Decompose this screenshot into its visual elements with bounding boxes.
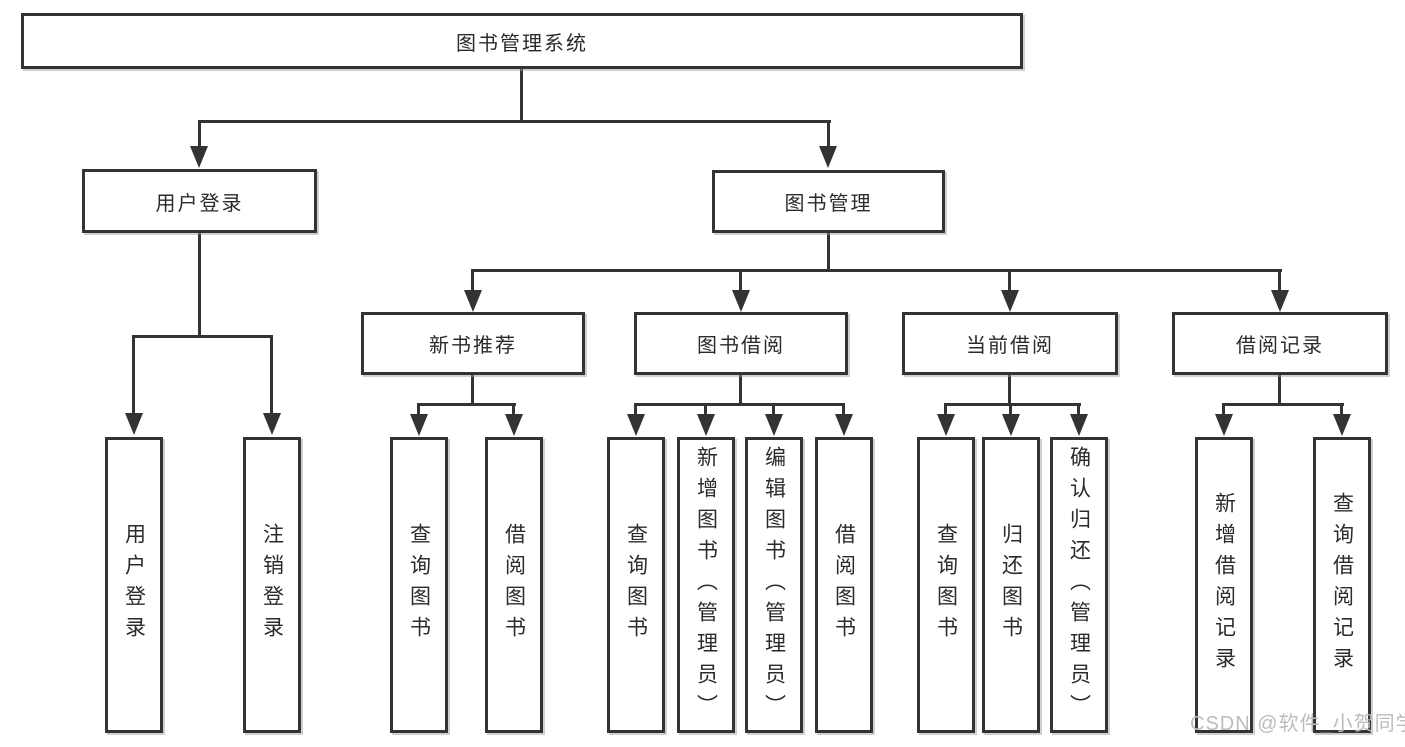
node-label: 图书管理 (784, 193, 873, 215)
connector-line (944, 403, 1081, 406)
leaf-query-borrow-record: 查询借阅记录 (1313, 437, 1371, 733)
connector-line (739, 269, 742, 293)
leaf-confirm-return-admin: 确认归还（管理员） (1050, 437, 1108, 733)
leaf-add-book-admin: 新增图书（管理员） (677, 437, 735, 733)
arrowhead-icon (464, 290, 482, 312)
arrowhead-icon (765, 414, 783, 436)
node-label: 确认归还（管理员） (1067, 445, 1091, 725)
connector-line (944, 403, 947, 416)
connector-line (270, 335, 273, 415)
connector-line (1077, 403, 1080, 416)
node-label: 归还图书 (999, 523, 1023, 647)
node-label: 查询借阅记录 (1330, 492, 1354, 678)
leaf-logout: 注销登录 (243, 437, 301, 733)
connector-line (1278, 375, 1281, 406)
connector-line (198, 120, 831, 123)
node-label: 查询图书 (407, 523, 431, 647)
csdn-watermark: CSDN @软件_小贺同学 (1190, 713, 1405, 735)
connector-line (471, 375, 474, 406)
node-label: 新书推荐 (429, 335, 517, 357)
arrowhead-icon (125, 413, 143, 435)
connector-line (1278, 269, 1281, 293)
arrowhead-icon (937, 414, 955, 436)
connector-line (512, 403, 515, 416)
arrowhead-icon (1001, 290, 1019, 312)
node-current-borrow: 当前借阅 (902, 312, 1118, 375)
node-label: 查询图书 (934, 523, 958, 647)
arrowhead-icon (190, 146, 208, 168)
leaf-borrow-book-1: 借阅图书 (485, 437, 543, 733)
node-label: 借阅图书 (502, 523, 526, 647)
connector-line (132, 335, 273, 338)
connector-line (1222, 403, 1225, 416)
node-book-management: 图书管理 (712, 170, 945, 233)
arrowhead-icon (732, 290, 750, 312)
node-label: 当前借阅 (966, 335, 1054, 357)
node-label: 借阅图书 (832, 523, 856, 647)
arrowhead-icon (1215, 414, 1233, 436)
node-label: 借阅记录 (1236, 335, 1324, 357)
leaf-query-book-3: 查询图书 (917, 437, 975, 733)
connector-line (704, 403, 707, 416)
arrowhead-icon (697, 414, 715, 436)
connector-line (634, 403, 637, 416)
node-label: 新增图书（管理员） (694, 445, 718, 725)
arrowhead-icon (1333, 414, 1351, 436)
connector-line (1340, 403, 1343, 416)
arrowhead-icon (410, 414, 428, 436)
arrowhead-icon (505, 414, 523, 436)
connector-line (417, 403, 516, 406)
connector-line (634, 403, 845, 406)
arrowhead-icon (1271, 290, 1289, 312)
leaf-add-borrow-record: 新增借阅记录 (1195, 437, 1253, 733)
node-book-borrow: 图书借阅 (634, 312, 848, 375)
leaf-borrow-book-2: 借阅图书 (815, 437, 873, 733)
arrowhead-icon (835, 414, 853, 436)
connector-line (198, 233, 201, 338)
node-label: 新增借阅记录 (1212, 492, 1236, 678)
node-label: 编辑图书（管理员） (762, 445, 786, 725)
node-borrow-records: 借阅记录 (1172, 312, 1388, 375)
leaf-query-book-1: 查询图书 (390, 437, 448, 733)
node-label: 图书管理系统 (456, 32, 588, 55)
arrowhead-icon (1002, 414, 1020, 436)
arrowhead-icon (263, 413, 281, 435)
arrowhead-icon (627, 414, 645, 436)
arrowhead-icon (819, 146, 837, 168)
leaf-user-login: 用户登录 (105, 437, 163, 733)
node-label: 图书借阅 (697, 335, 785, 357)
leaf-edit-book-admin: 编辑图书（管理员） (745, 437, 803, 733)
connector-line (132, 335, 135, 415)
connector-line (417, 403, 420, 416)
connector-line (471, 269, 1282, 272)
connector-line (739, 375, 742, 406)
connector-line (772, 403, 775, 416)
node-label: 查询图书 (624, 523, 648, 647)
connector-line (827, 233, 830, 272)
arrowhead-icon (1070, 414, 1088, 436)
connector-line (1009, 403, 1012, 416)
connector-line (827, 120, 830, 148)
leaf-return-book: 归还图书 (982, 437, 1040, 733)
node-label: 注销登录 (260, 523, 284, 647)
leaf-query-book-2: 查询图书 (607, 437, 665, 733)
connector-line (842, 403, 845, 416)
connector-line (471, 269, 474, 293)
node-root: 图书管理系统 (21, 13, 1023, 69)
connector-line (1222, 403, 1344, 406)
node-label: 用户登录 (122, 523, 146, 647)
node-user-login: 用户登录 (82, 169, 317, 233)
node-label: 用户登录 (155, 192, 244, 215)
connector-line (1008, 269, 1011, 293)
connector-line (1008, 375, 1011, 406)
connector-line (198, 120, 201, 148)
connector-line (520, 69, 523, 123)
node-new-book-recommend: 新书推荐 (361, 312, 585, 375)
